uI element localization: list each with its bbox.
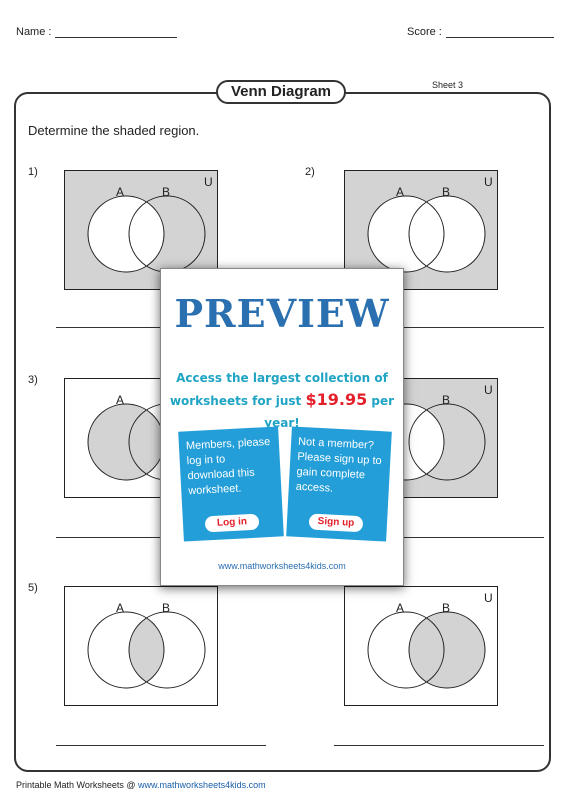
- set-a-outline: [87, 195, 165, 273]
- set-a-label: A: [396, 601, 404, 615]
- set-a-outline: [367, 611, 445, 689]
- intersection-region: [409, 612, 444, 688]
- answer-line[interactable]: [334, 327, 544, 328]
- instruction: Determine the shaded region.: [28, 123, 200, 138]
- preview-price: $19.95: [305, 390, 368, 409]
- set-a-label: A: [116, 393, 124, 407]
- preview-text: Access the largest collection of workshe…: [161, 367, 403, 434]
- nonmember-card: Not a member? Please sign up to gain com…: [286, 426, 392, 542]
- intersection-region: [409, 404, 444, 480]
- member-text: Members, please log in to download this …: [185, 435, 271, 498]
- problem-number: 2): [305, 166, 315, 178]
- universe-label: U: [484, 383, 493, 397]
- problem-number: 3): [28, 374, 38, 386]
- preview-line-2-pre: worksheets for just: [169, 394, 302, 408]
- problem-number: 5): [28, 582, 38, 594]
- set-b-outline: [128, 611, 206, 689]
- answer-line[interactable]: [56, 745, 266, 746]
- intersection-region: [129, 612, 164, 688]
- set-b-label: B: [442, 185, 450, 199]
- footer: Printable Math Worksheets @ www.mathwork…: [16, 780, 266, 790]
- name-label: Name :: [16, 26, 52, 38]
- universe-label: U: [484, 591, 493, 605]
- preview-overlay: PREVIEW Access the largest collection of…: [160, 268, 404, 586]
- nonmember-text: Not a member? Please sign up to gain com…: [295, 435, 382, 495]
- universe-label: U: [204, 175, 213, 189]
- set-b-label: B: [442, 393, 450, 407]
- set-a-outline: [367, 195, 445, 273]
- set-b-outline: [408, 195, 486, 273]
- set-b-outline: [408, 611, 486, 689]
- score-label: Score :: [407, 26, 442, 38]
- set-a-label: A: [116, 601, 124, 615]
- preview-title: PREVIEW: [174, 291, 390, 336]
- set-b-region: [409, 196, 485, 272]
- set-b-outline: [408, 403, 486, 481]
- set-b-label: B: [442, 601, 450, 615]
- preview-line-2: worksheets for just $19.95 per year!: [161, 389, 403, 434]
- worksheet-title: Venn Diagram: [216, 80, 346, 104]
- score-field: Score :: [407, 26, 554, 38]
- preview-line-1: Access the largest collection of: [176, 371, 388, 385]
- login-button[interactable]: Log in: [204, 513, 260, 533]
- set-b-label: B: [162, 185, 170, 199]
- set-b-label: B: [162, 601, 170, 615]
- set-a-outline: [87, 611, 165, 689]
- member-card: Members, please log in to download this …: [178, 426, 284, 542]
- name-field: Name :: [16, 26, 178, 38]
- answer-line[interactable]: [334, 745, 544, 746]
- preview-url[interactable]: www.mathworksheets4kids.com: [218, 561, 346, 571]
- set-a-label: A: [396, 185, 404, 199]
- intersection-region: [129, 404, 164, 480]
- universe-label: U: [484, 175, 493, 189]
- set-a-label: A: [116, 185, 124, 199]
- footer-label: Printable Math Worksheets @: [16, 780, 136, 790]
- intersection-region: [129, 196, 164, 272]
- score-line[interactable]: [445, 26, 554, 38]
- signup-button[interactable]: Sign up: [308, 513, 364, 533]
- sheet-number: Sheet 3: [432, 80, 464, 90]
- problem-number: 1): [28, 166, 38, 178]
- name-line[interactable]: [55, 26, 178, 38]
- footer-link[interactable]: www.mathworksheets4kids.com: [138, 780, 266, 790]
- answer-line[interactable]: [334, 537, 544, 538]
